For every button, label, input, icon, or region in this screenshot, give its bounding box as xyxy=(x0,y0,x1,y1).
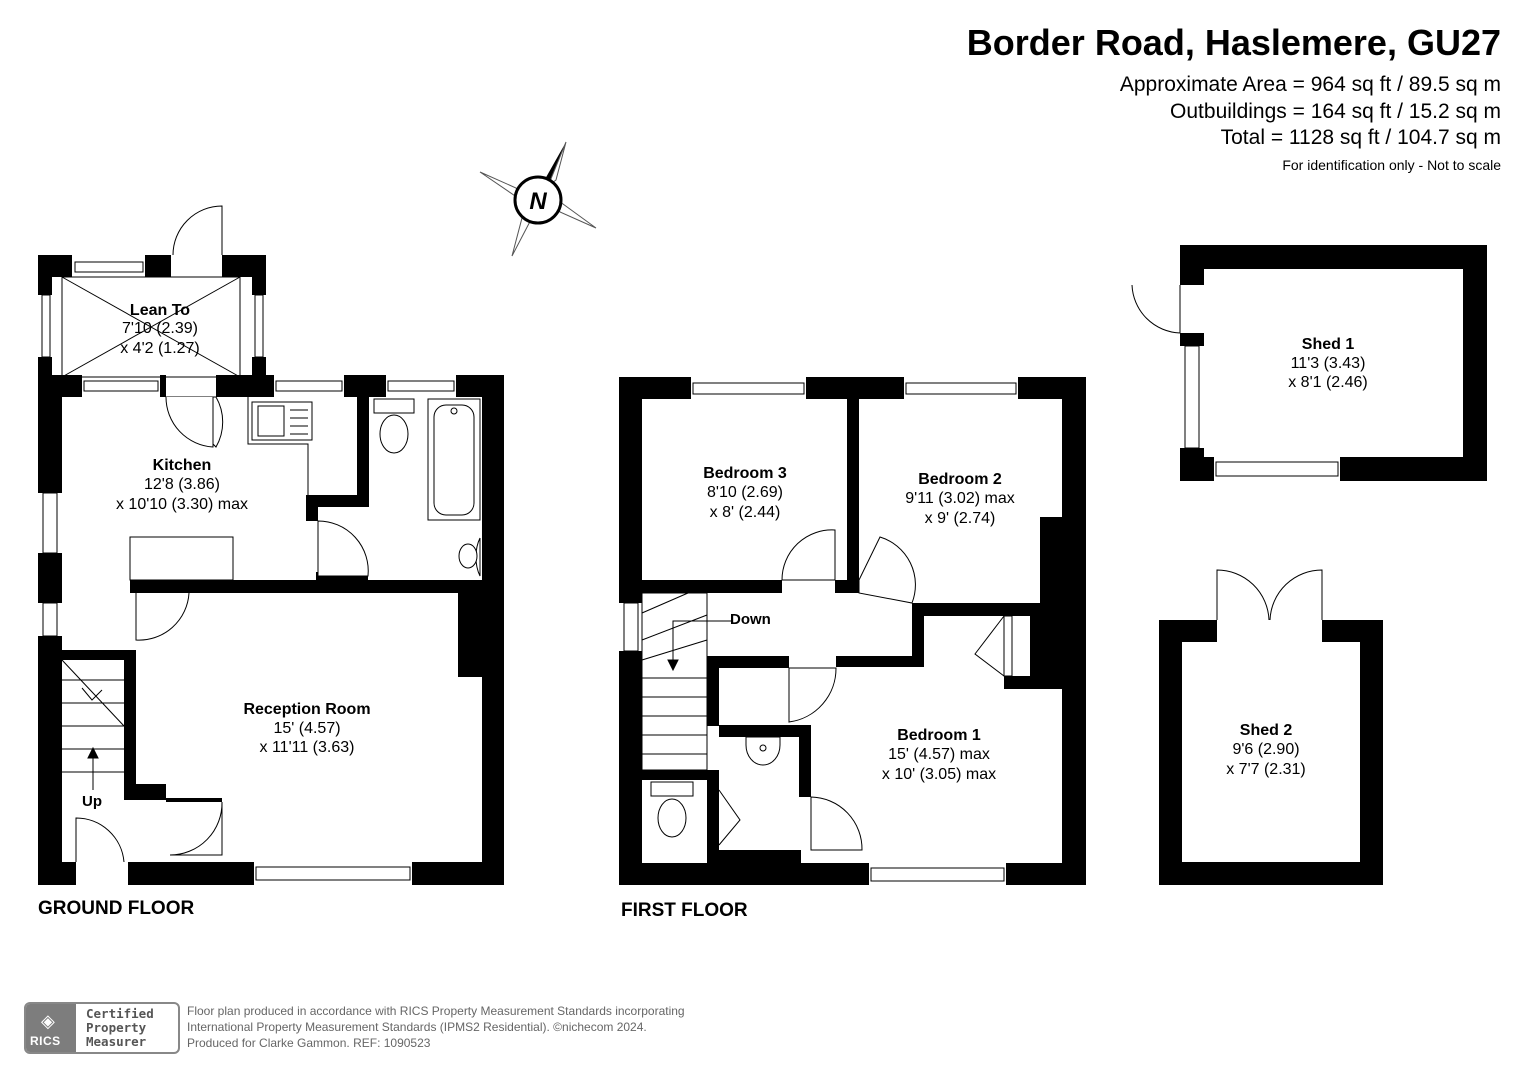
ground-floor-stairs xyxy=(61,659,125,790)
reception-room-name: Reception Room xyxy=(243,701,370,718)
lean-to-name: Lean To xyxy=(130,302,190,319)
shed-2-width: x 7'7 (2.31) xyxy=(1226,761,1306,778)
approximate-area: Approximate Area = 964 sq ft / 89.5 sq m xyxy=(1119,73,1501,96)
shed-2-walls xyxy=(1159,620,1383,885)
rics-emblem-icon: ◈ xyxy=(41,1011,55,1031)
first-floor-plan: Bedroom 3 8'10 (2.69) x 8' (2.44) Bedroo… xyxy=(619,377,1086,921)
bathroom-fittings xyxy=(373,398,481,577)
shower-room-fittings xyxy=(650,736,781,838)
stairs-down-label: Down xyxy=(730,611,771,628)
lean-to-width: x 4'2 (1.27) xyxy=(120,340,200,357)
badge-line-2: Property xyxy=(86,1020,147,1035)
bedroom-3-name: Bedroom 3 xyxy=(703,465,787,482)
scale-disclaimer: For identification only - Not to scale xyxy=(1282,157,1501,173)
outbuildings-area: Outbuildings = 164 sq ft / 15.2 sq m xyxy=(1170,100,1501,123)
legal-line-3: Produced for Clarke Gammon. REF: 1090523 xyxy=(187,1036,431,1050)
ground-floor-label: GROUND FLOOR xyxy=(38,898,194,919)
compass-north-letter: N xyxy=(529,188,547,215)
ground-floor-walls xyxy=(38,375,504,885)
shed-1-length: 11'3 (3.43) xyxy=(1291,355,1366,372)
bedroom-2-length: 9'11 (3.02) max xyxy=(905,490,1014,507)
plan-title: Border Road, Haslemere, GU27 xyxy=(966,22,1501,63)
bedroom-2-width: x 9' (2.74) xyxy=(925,510,996,527)
lean-to-walls xyxy=(38,255,266,397)
bedroom-1-width: x 10' (3.05) max xyxy=(882,766,996,783)
rics-logo: ◈ RICS xyxy=(26,1004,76,1052)
kitchen-width: x 10'10 (3.30) max xyxy=(116,496,248,513)
floor-plan-drawing: N xyxy=(38,141,1487,921)
north-compass-icon: N xyxy=(479,141,597,257)
kitchen-name: Kitchen xyxy=(153,457,212,474)
legal-line-1: Floor plan produced in accordance with R… xyxy=(187,1004,685,1018)
kitchen-length: 12'8 (3.86) xyxy=(144,476,220,493)
lean-to-roof-cross xyxy=(61,276,241,378)
first-floor-walls xyxy=(619,377,1086,885)
first-floor-stairs xyxy=(641,592,731,771)
total-area: Total = 1128 sq ft / 104.7 sq m xyxy=(1220,126,1501,149)
shed-2-double-doors xyxy=(1216,569,1323,621)
bedroom-1-length: 15' (4.57) max xyxy=(888,746,990,763)
reception-room-width: x 11'11 (3.63) xyxy=(260,739,355,756)
lean-to-windows xyxy=(41,261,264,358)
ground-floor-doors xyxy=(75,396,369,863)
shed-1-name: Shed 1 xyxy=(1302,336,1355,353)
shed-1-windows xyxy=(1184,345,1339,477)
bedroom-3-length: 8'10 (2.69) xyxy=(707,484,783,501)
certified-property-measurer-text: Certified Property Measurer xyxy=(86,1007,154,1049)
shed-1-walls xyxy=(1180,245,1487,481)
legal-line-2: International Property Measurement Stand… xyxy=(187,1020,647,1034)
shed-1-door-swing xyxy=(1131,284,1181,334)
shed-2-name: Shed 2 xyxy=(1240,722,1293,739)
bedroom-3-width: x 8' (2.44) xyxy=(710,504,781,521)
badge-line-3: Measurer xyxy=(86,1034,147,1049)
rics-logo-text: RICS xyxy=(30,1034,61,1048)
shed-1-plan: Shed 1 11'3 (3.43) x 8'1 (2.46) xyxy=(1131,245,1487,481)
reception-room-length: 15' (4.57) xyxy=(273,720,340,737)
shed-1-width: x 8'1 (2.46) xyxy=(1288,374,1368,391)
shed-2-length: 9'6 (2.90) xyxy=(1232,741,1299,758)
first-floor-windows xyxy=(623,382,1017,882)
lean-to-door-swing xyxy=(172,205,223,256)
bedroom-2-name: Bedroom 2 xyxy=(918,471,1002,488)
legal-notice: Floor plan produced in accordance with R… xyxy=(187,1003,685,1051)
badge-line-1: Certified xyxy=(86,1006,154,1021)
first-floor-label: FIRST FLOOR xyxy=(621,900,748,921)
ground-floor-windows xyxy=(42,380,455,881)
bedroom-1-name: Bedroom 1 xyxy=(897,727,981,744)
rics-badge-frame: ◈ RICS Certified Property Measurer xyxy=(24,1002,180,1054)
shed-2-plan: Shed 2 9'6 (2.90) x 7'7 (2.31) xyxy=(1159,569,1383,885)
ground-floor-plan: Lean To 7'10 (2.39) x 4'2 (1.27) Kitchen… xyxy=(38,205,504,919)
kitchen-fittings xyxy=(129,397,313,581)
stairs-up-label: Up xyxy=(82,793,102,810)
first-floor-doors xyxy=(718,529,1005,851)
lean-to-length: 7'10 (2.39) xyxy=(122,320,198,337)
